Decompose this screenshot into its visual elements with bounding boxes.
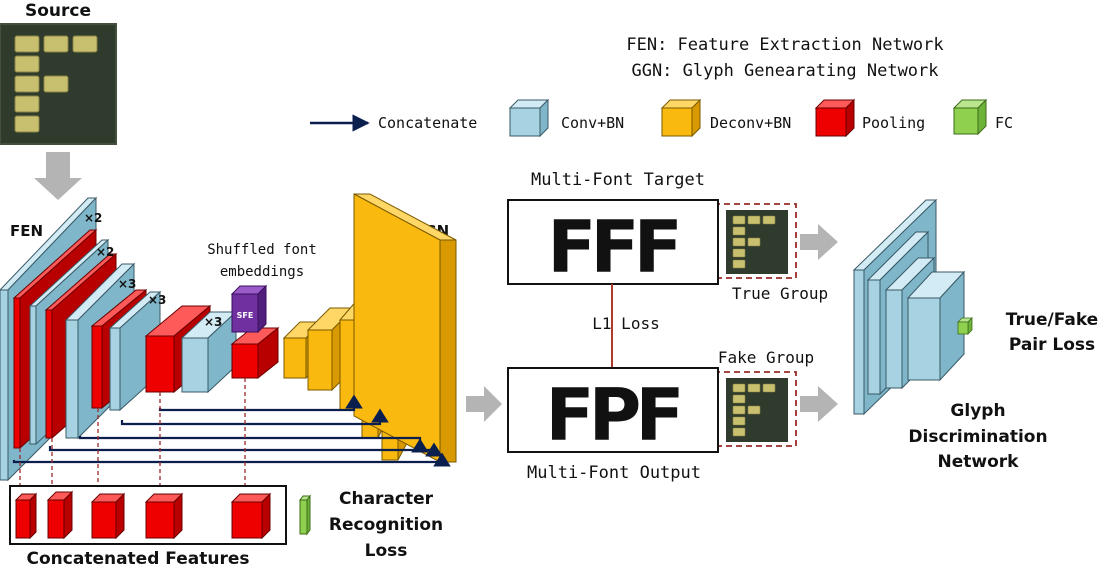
fen-conv-block-5 xyxy=(180,310,238,394)
concat-pool-cube-5 xyxy=(230,492,272,540)
output-glyph-box xyxy=(507,367,719,453)
disc-label-line3: Network xyxy=(938,452,1020,472)
concat-pool-cube-2 xyxy=(46,490,74,540)
legend-conv-cube xyxy=(508,98,550,138)
output-title: Multi-Font Output xyxy=(527,463,701,483)
ggn-definition: GGN: Glyph Genearating Network xyxy=(631,61,938,81)
concat-pool-cube-1 xyxy=(14,492,38,540)
source-label: Source xyxy=(25,1,91,21)
char-loss-line3: Loss xyxy=(365,541,408,561)
disc-label-line2: Discrimination xyxy=(908,427,1047,447)
source-down-arrow xyxy=(34,152,82,200)
sfe-cube-label: SFE xyxy=(237,311,254,320)
disc-conv-block-4 xyxy=(906,270,966,382)
true-group-label: True Group xyxy=(732,284,828,303)
legend-deconv-label: Deconv+BN xyxy=(710,114,791,132)
pair-loss-line2: Pair Loss xyxy=(1009,335,1095,355)
skip-connection-1 xyxy=(158,394,363,412)
true-group-arrow xyxy=(800,224,838,260)
pair-loss-line1: True/Fake xyxy=(1006,310,1098,330)
sfe-title-line1: Shuffled font xyxy=(207,242,317,258)
fen-repeat-4: ×3 xyxy=(148,293,166,307)
sfe-cube: SFE xyxy=(230,284,268,334)
source-image xyxy=(0,23,117,145)
fen-repeat-5: ×3 xyxy=(204,315,222,329)
target-thumbnail xyxy=(726,210,788,274)
ggn-deconv-block-6 xyxy=(353,193,457,463)
concat-dashed-links xyxy=(19,378,246,488)
source-glyph-tiles xyxy=(14,35,98,133)
concat-pool-cube-3 xyxy=(90,492,126,540)
char-loss-line1: Character xyxy=(339,489,434,509)
fake-group-arrow xyxy=(800,386,838,422)
ggn-decoder xyxy=(282,193,457,463)
concat-label: Concatenated Features xyxy=(27,549,250,568)
fen-repeat-2: ×2 xyxy=(96,245,114,259)
fc-bar xyxy=(299,494,311,536)
legend-conv-label: Conv+BN xyxy=(561,114,624,132)
output-glyphs: FPF xyxy=(545,373,679,457)
skip-connection-4 xyxy=(48,442,443,457)
target-glyphs: FFF xyxy=(547,205,677,289)
fen-definition: FEN: Feature Extraction Network xyxy=(626,35,943,55)
sfe-title-line2: embeddings xyxy=(220,264,304,280)
fake-group-label: Fake Group xyxy=(718,348,814,367)
legend-pooling-label: Pooling xyxy=(862,114,925,132)
concatenated-features xyxy=(9,485,287,545)
disc-fc-cube xyxy=(957,317,973,335)
output-thumbnail xyxy=(726,378,788,442)
legend-deconv-cube xyxy=(660,98,702,138)
legend-fc-label: FC xyxy=(995,114,1013,132)
legend-fc-cube xyxy=(952,98,988,136)
fen-pool-block-5 xyxy=(230,326,280,380)
fen-encoder xyxy=(0,196,280,482)
legend-concatenate-label: Concatenate xyxy=(378,114,477,132)
fen-repeat-3: ×3 xyxy=(118,277,136,291)
skip-connection-2 xyxy=(120,408,389,426)
skip-connection-3 xyxy=(78,436,429,453)
target-title: Multi-Font Target xyxy=(531,170,705,190)
char-loss-line2: Recognition xyxy=(329,515,443,535)
skip-connections xyxy=(12,394,451,467)
concat-pool-cube-4 xyxy=(144,492,184,540)
fen-repeat-1: ×2 xyxy=(84,211,102,225)
legend: Concatenate Conv+BN Deconv+BN Pooling FC xyxy=(310,98,1013,138)
legend-pooling-cube xyxy=(814,98,856,138)
ggn-to-output-arrow xyxy=(466,386,502,422)
disc-label-line1: Glyph xyxy=(950,401,1005,421)
fen-label: FEN xyxy=(10,222,43,240)
l1-loss-label: L1 Loss xyxy=(592,314,659,333)
skip-connection-5 xyxy=(12,452,451,467)
glyph-discriminator xyxy=(852,198,973,416)
